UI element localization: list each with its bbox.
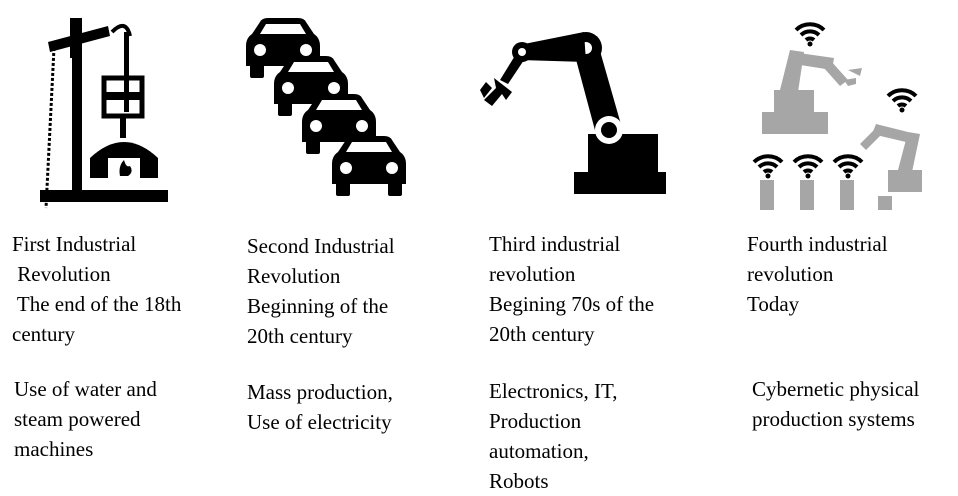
stage-2-desc-line-1: Mass production,: [247, 380, 393, 404]
stage-2-title-line-2: Revolution: [247, 264, 341, 288]
stage-1-date-line-2: century: [12, 322, 75, 346]
stage-4-title-line-2: revolution: [747, 262, 834, 286]
stage-3-date-line-2: 20th century: [489, 322, 595, 346]
stage-4-desc-line-2: production systems: [752, 407, 915, 431]
stage-1-title-line-2: Revolution: [12, 262, 111, 286]
stage-4-desc-line-1: Cybernetic physical: [752, 377, 920, 401]
stage-2-desc-line-2: Use of electricity: [247, 410, 392, 434]
stage-4-description: Cybernetic physical production systems: [752, 374, 919, 434]
stage-4-title-line-1: Fourth industrial: [747, 232, 888, 256]
stage-1-desc-line-2: steam powered: [14, 407, 141, 431]
stage-3-desc-line-2: Production: [489, 409, 582, 433]
stage-3-text: Third industrial revolution Begining 70s…: [489, 229, 654, 349]
stage-4-text: Fourth industrial revolution Today: [747, 229, 888, 319]
stage-2-text: Second Industrial Revolution Beginning o…: [247, 231, 395, 351]
steam-engine-icon: [40, 18, 168, 209]
stage-3-title-line-1: Third industrial: [489, 232, 621, 256]
stage-3-title-line-2: revolution: [489, 262, 576, 286]
stage-3-desc-line-1: Electronics, IT,: [489, 379, 618, 403]
stage-1-date-line-1: The end of the 18th: [12, 292, 182, 316]
stage-4-date-line-1: Today: [747, 292, 800, 316]
stage-1-description: Use of water and steam powered machines: [14, 374, 157, 464]
stage-2-title-line-1: Second Industrial: [247, 234, 395, 258]
stage-3-desc-line-3: automation,: [489, 439, 589, 463]
stage-2-date-line-2: 20th century: [247, 324, 353, 348]
stage-3-desc-line-4: Robots: [489, 469, 549, 493]
stage-1-title-line-1: First Industrial: [12, 232, 137, 256]
cars-assembly-line-icon: [246, 18, 406, 196]
stage-1-desc-line-3: machines: [14, 437, 94, 461]
stage-2-date-line-1: Beginning of the: [247, 294, 389, 318]
stage-3-description: Electronics, IT, Production automation, …: [489, 376, 617, 496]
stage-1-text: First Industrial Revolution The end of t…: [12, 229, 181, 349]
connected-robots-icon: [752, 22, 922, 210]
stage-1-desc-line-1: Use of water and: [14, 377, 157, 401]
robot-arm-icon: [480, 32, 666, 194]
stage-3-date-line-1: Begining 70s of the: [489, 292, 655, 316]
stage-2-description: Mass production, Use of electricity: [247, 377, 393, 437]
